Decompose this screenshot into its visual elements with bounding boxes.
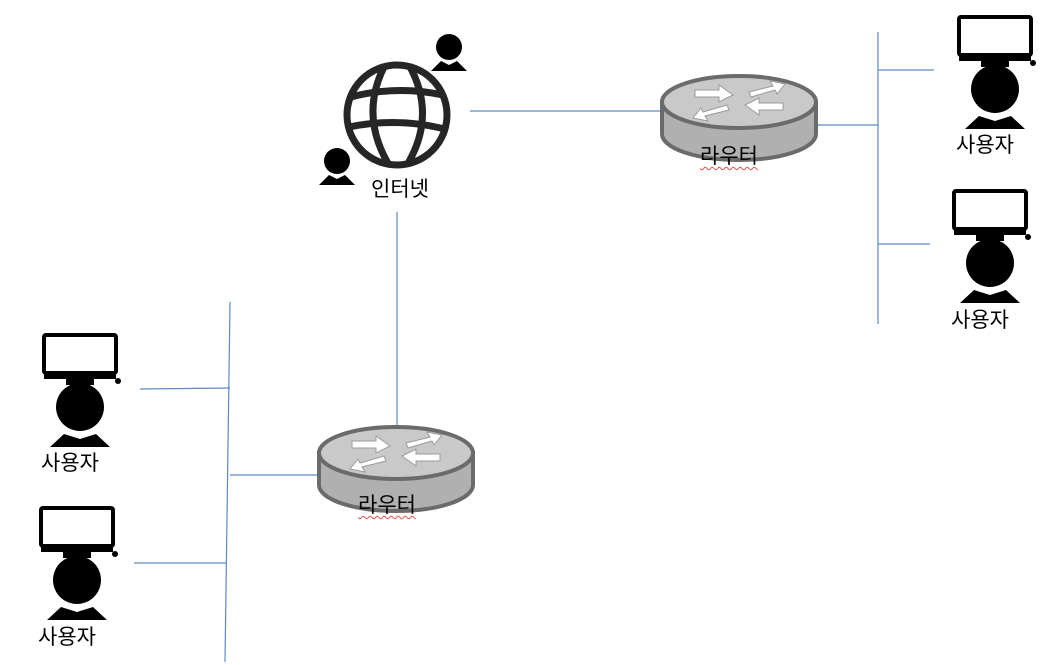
router-bottom-label: 라우터 bbox=[358, 493, 416, 517]
network-links bbox=[134, 32, 934, 663]
internet-label: 인터넷 bbox=[371, 177, 429, 201]
router-top-label: 라우터 bbox=[700, 144, 758, 168]
user-label-left-1: 사용자 bbox=[41, 451, 99, 475]
user-pc-icon bbox=[42, 333, 123, 449]
person-icon bbox=[431, 34, 467, 71]
globe-icon bbox=[343, 61, 451, 169]
user-label-top-right-2: 사용자 bbox=[951, 308, 1009, 332]
user-label-left-2: 사용자 bbox=[38, 625, 96, 649]
user-pc-icon bbox=[952, 189, 1033, 305]
link-bus-left-user-1 bbox=[139, 387, 231, 390]
user-pc-icon bbox=[957, 15, 1038, 131]
user-pc-icon bbox=[39, 506, 120, 622]
bus-left bbox=[224, 301, 231, 663]
user-label-top-right-1: 사용자 bbox=[956, 133, 1014, 157]
person-icon bbox=[319, 148, 355, 185]
